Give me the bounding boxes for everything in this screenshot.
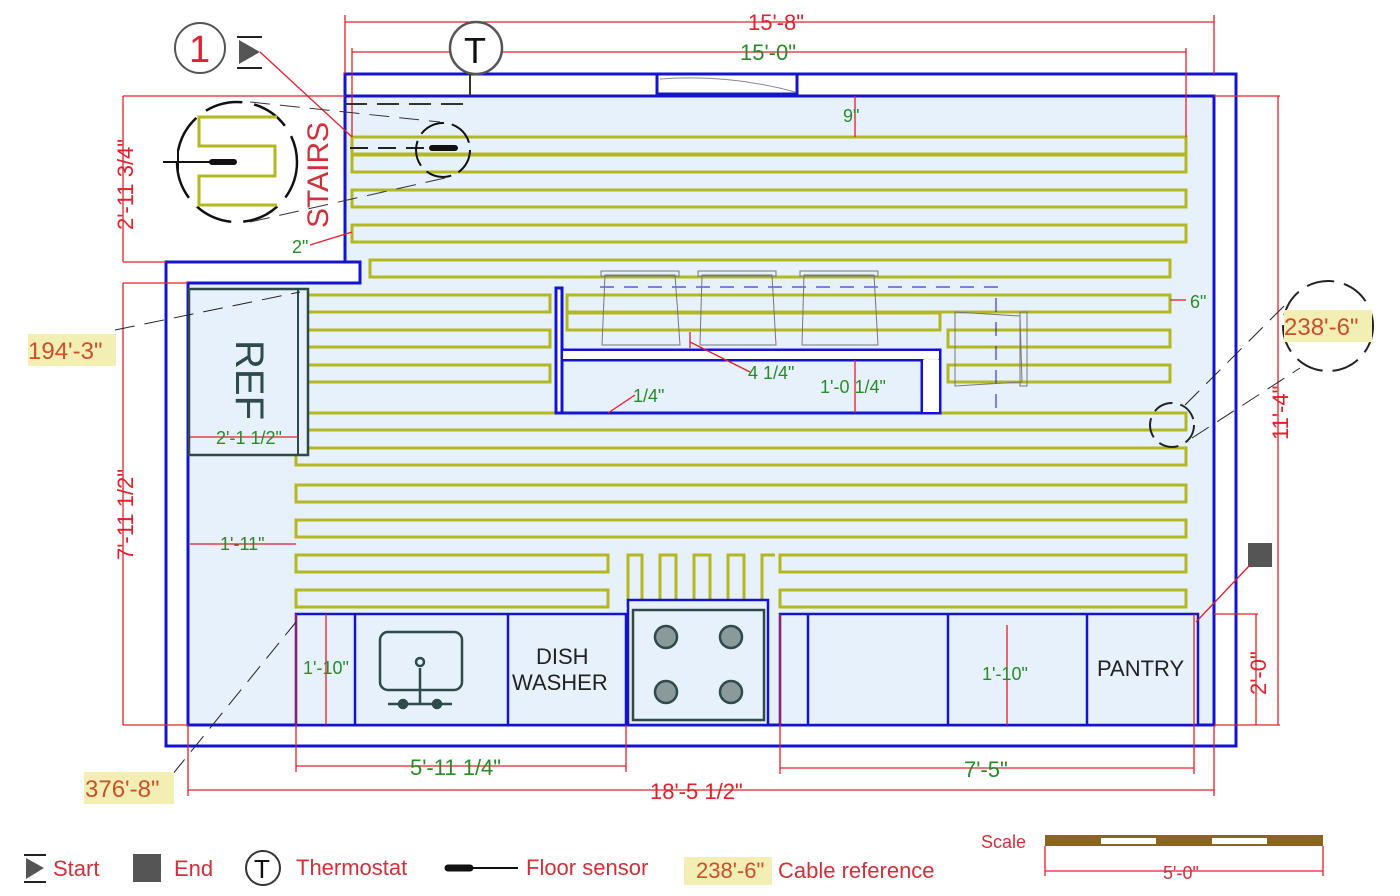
dim-island-depth: 1'-0 1/4" (820, 377, 886, 397)
dim-ref-width: 2'-1 1/2" (216, 428, 282, 448)
thermostat-legend-symbol: T (254, 854, 270, 884)
cable-loop (350, 153, 1188, 174)
room-floor (188, 96, 1214, 725)
dim-bottom-left: 5'-11 1/4" (410, 755, 501, 780)
cable-loop (294, 483, 1188, 504)
cable-loop (565, 311, 942, 332)
legend-end: End (174, 856, 213, 881)
cable-loop (294, 553, 610, 574)
cable-ref-3: 376'-8" (85, 776, 159, 803)
legend-thermostat: Thermostat (296, 855, 407, 880)
sink-icon (378, 630, 464, 710)
pantry-label: PANTRY (1097, 656, 1185, 681)
cable-loop (946, 328, 1172, 349)
dim-right-height: 11'-4" (1268, 386, 1293, 440)
cable-ref-1: 194'-3" (28, 338, 102, 365)
thermostat-legend-icon (245, 850, 281, 886)
dim-bottom-right: 7'-5" (964, 757, 1008, 782)
dim-counter-left: 1'-10" (303, 658, 349, 678)
bar-stool (600, 270, 1028, 387)
start-icon (26, 858, 44, 879)
dim-bottom-total: 18'-5 1/2" (650, 779, 743, 804)
scale-bar (1044, 835, 1324, 876)
dim-gap-9: 9" (843, 106, 859, 126)
cable-reference-callouts (114, 280, 1374, 776)
cable-loop (778, 553, 1188, 574)
scale-length: 5'-0" (1163, 863, 1199, 883)
dim-island-1-4: 1/4" (633, 386, 664, 406)
legend: Start End T Thermostat Floor sensor 238'… (24, 832, 1324, 886)
thermostat-symbol: T (464, 30, 486, 71)
stairs-label: STAIRS (302, 122, 335, 228)
start-marker: 1 (174, 22, 353, 138)
start-number: 1 (189, 29, 210, 71)
dim-stairs-height: 2'-11 3/4" (113, 139, 138, 230)
legend-floor-sensor: Floor sensor (526, 855, 648, 880)
dishwasher-label-1: DISH (536, 644, 589, 669)
stove-icon (626, 598, 770, 727)
cable-loop (294, 446, 1188, 467)
thermostat-icon: T (448, 20, 504, 96)
floor-sensor-detail (163, 100, 471, 224)
cable-loop (946, 363, 1172, 384)
end-icon (133, 854, 161, 882)
kitchen-island (554, 270, 1028, 415)
ref-label: REF (227, 340, 271, 420)
dim-gap-2: 2" (292, 237, 308, 257)
dim-inner-width: 15'-0" (740, 40, 796, 65)
dim-counter-depth: 2'-0" (1246, 651, 1271, 695)
dim-outer-width: 15'-8" (748, 10, 804, 35)
cable-loop (778, 588, 1188, 609)
cable-loop (350, 223, 1188, 244)
legend-start: Start (53, 856, 99, 881)
legend-cable-reference: Cable reference (778, 858, 935, 883)
dimension-lines (122, 15, 1280, 796)
dim-gap-6: 6" (1190, 292, 1206, 312)
dim-gap-1-11: 1'-11" (220, 534, 265, 554)
dim-island-4-1-4: 4 1/4" (748, 363, 794, 383)
scale-label: Scale (981, 832, 1026, 852)
dishwasher-label-2: WASHER (512, 670, 608, 695)
cable-loop (294, 588, 610, 609)
cable-loop (294, 518, 1188, 539)
cable-loop (368, 258, 1172, 279)
dim-counter-right: 1'-10" (982, 664, 1028, 684)
cable-ref-2: 238'-6" (1284, 314, 1358, 341)
end-marker (1195, 543, 1272, 623)
refrigerator: REF (187, 287, 310, 457)
legend-cable-ref-sample: 238'-6" (696, 858, 764, 883)
dim-left-height: 7'-11 1/2" (113, 469, 138, 560)
